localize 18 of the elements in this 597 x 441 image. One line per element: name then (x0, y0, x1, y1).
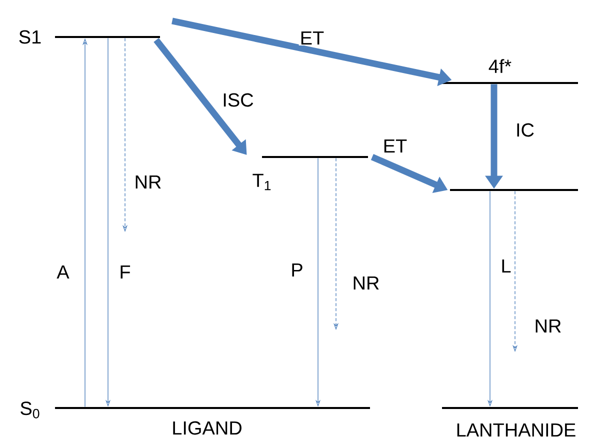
edge-label: P (290, 262, 304, 278)
edge-label: F (118, 264, 132, 280)
edge-label: ET (298, 30, 326, 46)
edge-label: NR (351, 275, 381, 291)
level-label: T$_{1}$ (252, 174, 271, 190)
level-label: S1 (19, 30, 41, 44)
edge-label: L (500, 258, 512, 274)
edge-label: ISC (221, 92, 255, 108)
group-label: LANTHANIDE (457, 423, 576, 437)
level-label: 4f* (488, 59, 512, 73)
edge-label: NR (133, 174, 163, 190)
energy-level (442, 406, 578, 409)
edge-label: ET (382, 138, 408, 154)
group-label: LIGAND (173, 421, 242, 435)
edge-label: A (56, 264, 70, 280)
edge-label: IC (514, 122, 536, 138)
edge-label: NR (533, 318, 563, 334)
level-label: S$_{0}$ (20, 402, 40, 418)
